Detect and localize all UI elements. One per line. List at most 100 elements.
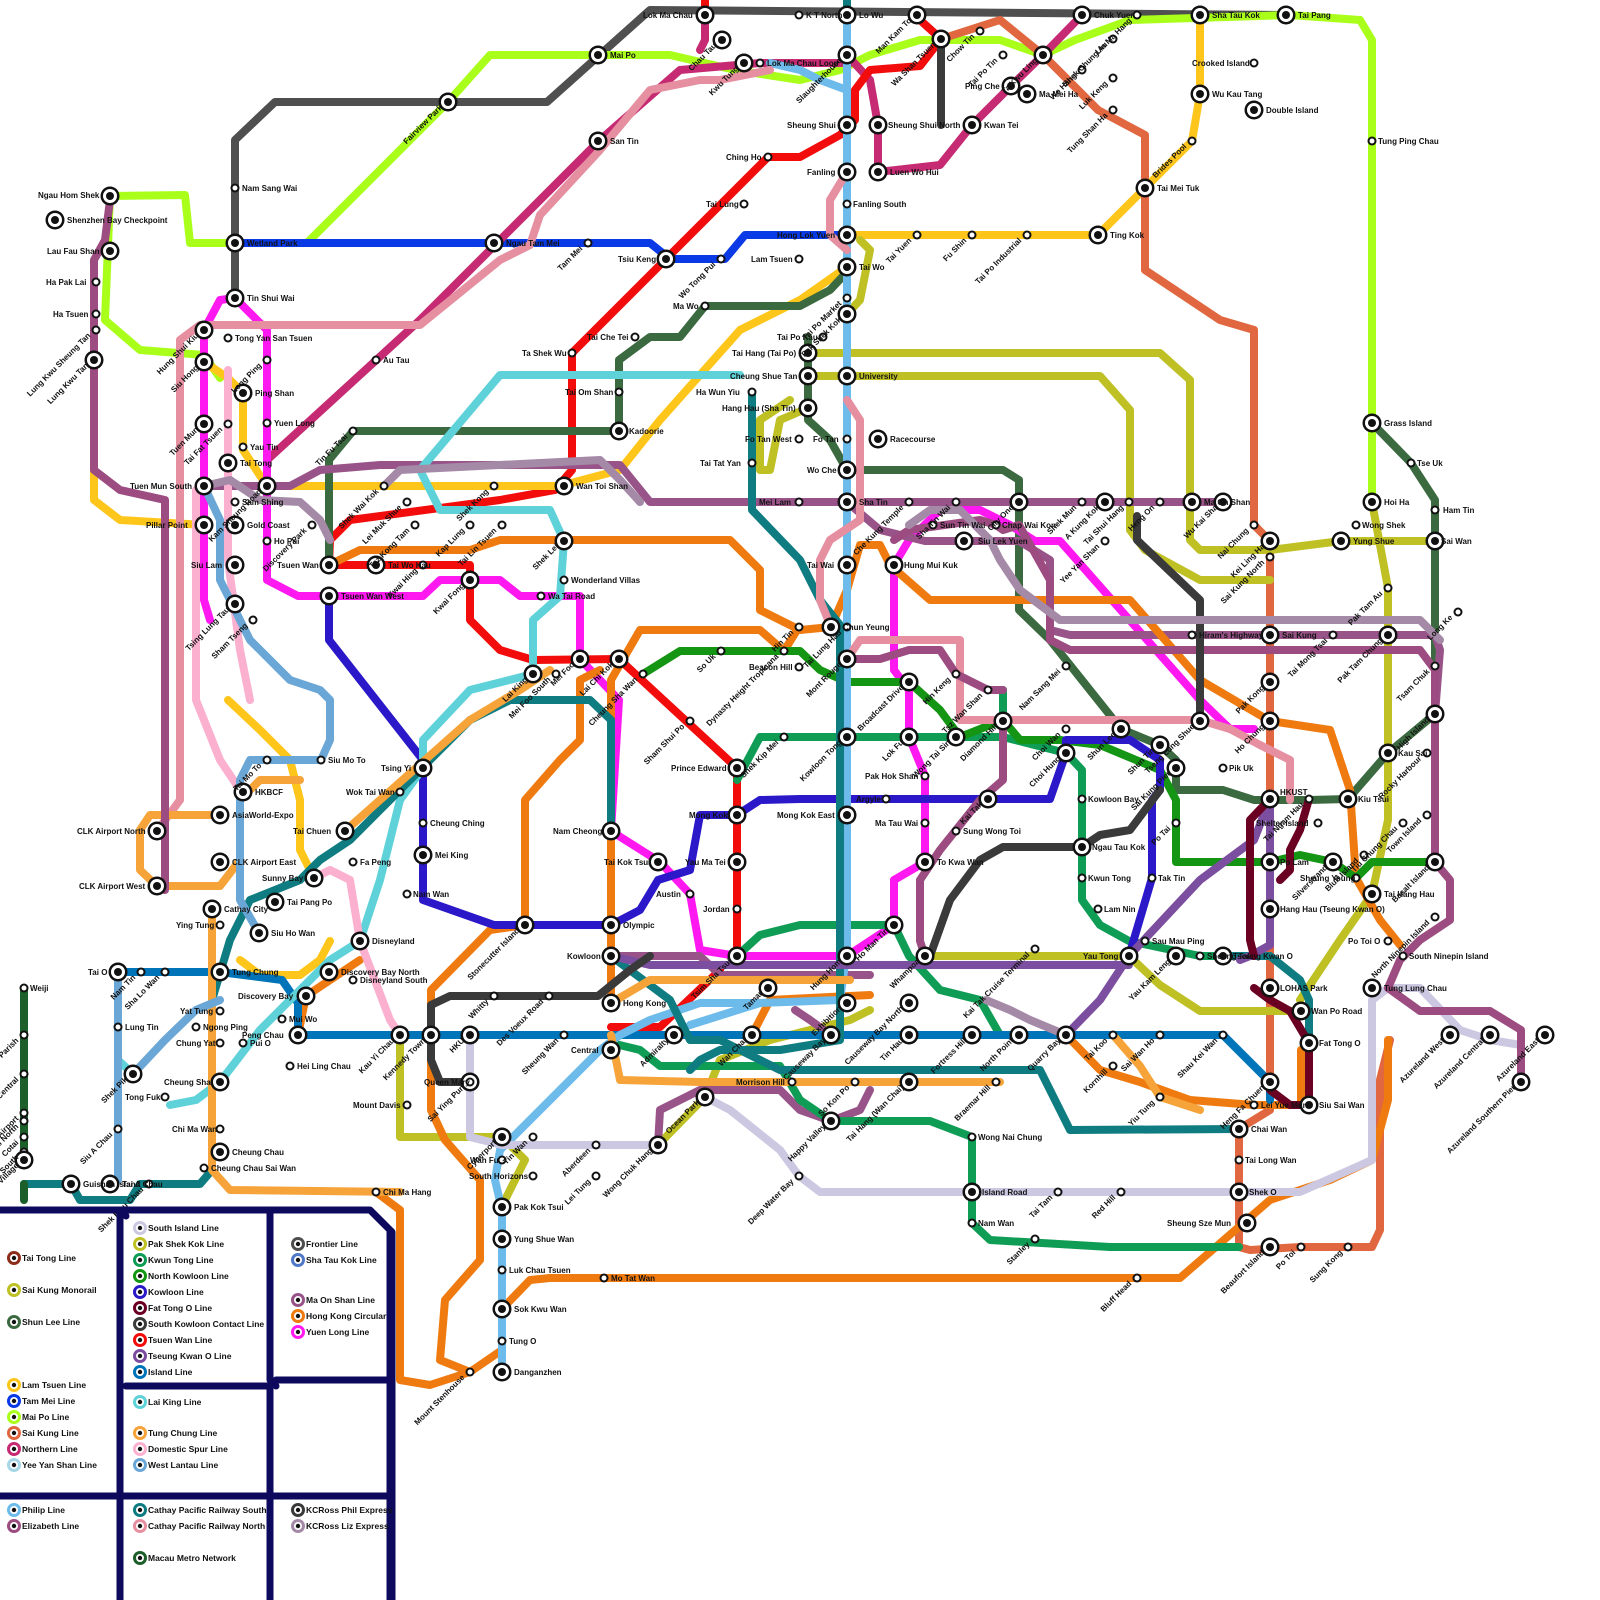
station-ching-ho[interactable]	[764, 153, 773, 162]
station-ngong-ping[interactable]	[192, 1023, 201, 1032]
station-ma-tau-wai[interactable]	[921, 819, 930, 828]
station-tai-shui-hang[interactable]	[1125, 498, 1134, 507]
station-fo-tan[interactable]	[843, 435, 852, 444]
station-kornhill[interactable]	[1109, 1062, 1118, 1071]
station-siu-lam[interactable]	[226, 556, 245, 575]
station-crooked-island[interactable]	[1250, 59, 1259, 68]
station-yung-shue[interactable]	[1332, 532, 1351, 551]
station-ha-wun-yiu[interactable]	[748, 388, 757, 397]
station-ma-on-shan[interactable]	[1183, 493, 1202, 512]
station-racecourse[interactable]	[869, 430, 888, 449]
station-shau-kei-wan[interactable]	[1219, 1031, 1228, 1040]
station-sau-mau-ping[interactable]	[1141, 937, 1150, 946]
station-university[interactable]	[838, 367, 857, 386]
station-fu-shin[interactable]	[968, 231, 977, 240]
station-tsing-yi[interactable]	[414, 759, 433, 778]
station-sha-tin-wai[interactable]	[952, 498, 961, 507]
station-tai-long-wan[interactable]	[1235, 1156, 1244, 1165]
station-tai-po-industrial[interactable]	[1023, 231, 1032, 240]
station-ngau-tam-mei[interactable]	[485, 234, 504, 253]
station-lam-tsuen[interactable]	[795, 255, 804, 264]
station-central[interactable]	[602, 1041, 621, 1060]
station-hung-mui-kuk[interactable]	[885, 556, 904, 575]
station-nam-sang-mei[interactable]	[1062, 662, 1071, 671]
station-tai-koo[interactable]	[1109, 1031, 1118, 1040]
station-wong-shek[interactable]	[1352, 521, 1361, 530]
station-tai-lin-tsuen[interactable]	[498, 521, 507, 530]
station-ngau-hom-shek[interactable]	[101, 187, 120, 206]
station-austin[interactable]	[686, 890, 695, 899]
station-tai-mei-tuk[interactable]	[1136, 179, 1155, 198]
station-luk-keng[interactable]	[1109, 74, 1118, 83]
station-clk-airport-west[interactable]	[148, 877, 167, 896]
station-tai-hang-hau[interactable]	[1363, 885, 1382, 904]
station-lung-tin[interactable]	[114, 1023, 123, 1032]
station-clk-airport-north[interactable]	[148, 822, 167, 841]
station-tai-mo-to[interactable]	[263, 756, 272, 765]
station-nam-wan[interactable]	[403, 890, 412, 899]
station-tung-o[interactable]	[498, 1337, 507, 1346]
station-hiram-s-highway[interactable]	[1188, 631, 1197, 640]
station-wo-che[interactable]	[838, 461, 857, 480]
station-mui-wo[interactable]	[278, 1015, 287, 1024]
station-au-tau[interactable]	[372, 356, 381, 365]
station-hong-lok-yuen[interactable]	[838, 226, 857, 245]
station-lei-muk-shue[interactable]	[403, 498, 412, 507]
station-tin-wan[interactable]	[529, 1133, 538, 1142]
station-tin-shui-wai[interactable]	[226, 289, 245, 308]
station-luk-chau-tsuen[interactable]	[498, 1266, 507, 1275]
station-ham-tin[interactable]	[1431, 506, 1440, 515]
station-ying-tung[interactable]	[216, 921, 225, 930]
station-aberdeen[interactable]	[592, 1141, 601, 1150]
station-lei-tung[interactable]	[592, 1172, 601, 1181]
station-tai-fat-tsuen[interactable]	[224, 420, 233, 429]
station-tai-wai[interactable]	[838, 556, 857, 575]
station-clk-airport-east[interactable]	[211, 853, 230, 872]
station-cheung-shue-tan[interactable]	[799, 367, 818, 386]
station-so-uk[interactable]	[717, 647, 726, 656]
station-mei-lam[interactable]	[795, 498, 804, 507]
station-lung-kwu-sheung-tan[interactable]	[92, 326, 101, 335]
station-tong-fuk[interactable]	[161, 1093, 170, 1102]
station-yau-tong[interactable]	[1120, 947, 1139, 966]
station-tai-tong[interactable]	[219, 454, 238, 473]
station-heng-on[interactable]	[1156, 498, 1165, 507]
station-tung-lung-chau[interactable]	[1363, 979, 1382, 998]
station-hang-hau-tseung-kwan-o[interactable]	[1261, 900, 1280, 919]
station-cheung-sha-wan[interactable]	[639, 670, 648, 679]
station-shek-kip-mei[interactable]	[780, 733, 789, 742]
station-yuen-long[interactable]	[263, 419, 272, 428]
station-cotai[interactable]	[20, 1133, 29, 1142]
station-tung-shan-ha[interactable]	[1109, 106, 1118, 115]
station-mei-king[interactable]	[414, 846, 433, 865]
station-lok-ma-chau[interactable]	[696, 6, 715, 25]
station-yat-tung[interactable]	[216, 1007, 225, 1016]
station-tai-wo[interactable]	[838, 258, 857, 277]
station-discovery-bay[interactable]	[297, 987, 316, 1006]
station-sai-kung-north[interactable]	[1266, 553, 1275, 562]
station-mount-stenhouse[interactable]	[466, 1368, 475, 1377]
station-tsam-chuk[interactable]	[1431, 662, 1440, 671]
station-tse-uk[interactable]	[1407, 459, 1416, 468]
station-ting-kok[interactable]	[1089, 226, 1108, 245]
station-cheung-chau[interactable]	[211, 1143, 230, 1162]
station-tai-pang[interactable]	[1277, 6, 1296, 25]
station-fanling[interactable]	[838, 163, 857, 182]
station-siu-ho-wan[interactable]	[250, 924, 269, 943]
station-discovery-bay-north[interactable]	[320, 963, 339, 982]
station-north-ninepin-island[interactable]	[1431, 913, 1440, 922]
station-to-kwa-wan[interactable]	[916, 853, 935, 872]
station-ho-pui[interactable]	[263, 537, 272, 546]
station-hin-tin[interactable]	[795, 623, 804, 632]
station-fanling-south[interactable]	[843, 200, 852, 209]
station-che-kung-temple[interactable]	[905, 498, 914, 507]
station-long-ping[interactable]	[263, 356, 272, 365]
station-tai-po-market[interactable]	[843, 294, 852, 303]
station-mong-kok[interactable]	[728, 806, 747, 825]
station-yau-tin[interactable]	[239, 443, 248, 452]
station-po-tai[interactable]	[1172, 819, 1181, 828]
station-discovery-park[interactable]	[308, 521, 317, 530]
station-po-toi[interactable]	[1297, 1243, 1306, 1252]
station-shek-o[interactable]	[1230, 1183, 1249, 1202]
station-sok-kwu-wan[interactable]	[493, 1300, 512, 1319]
